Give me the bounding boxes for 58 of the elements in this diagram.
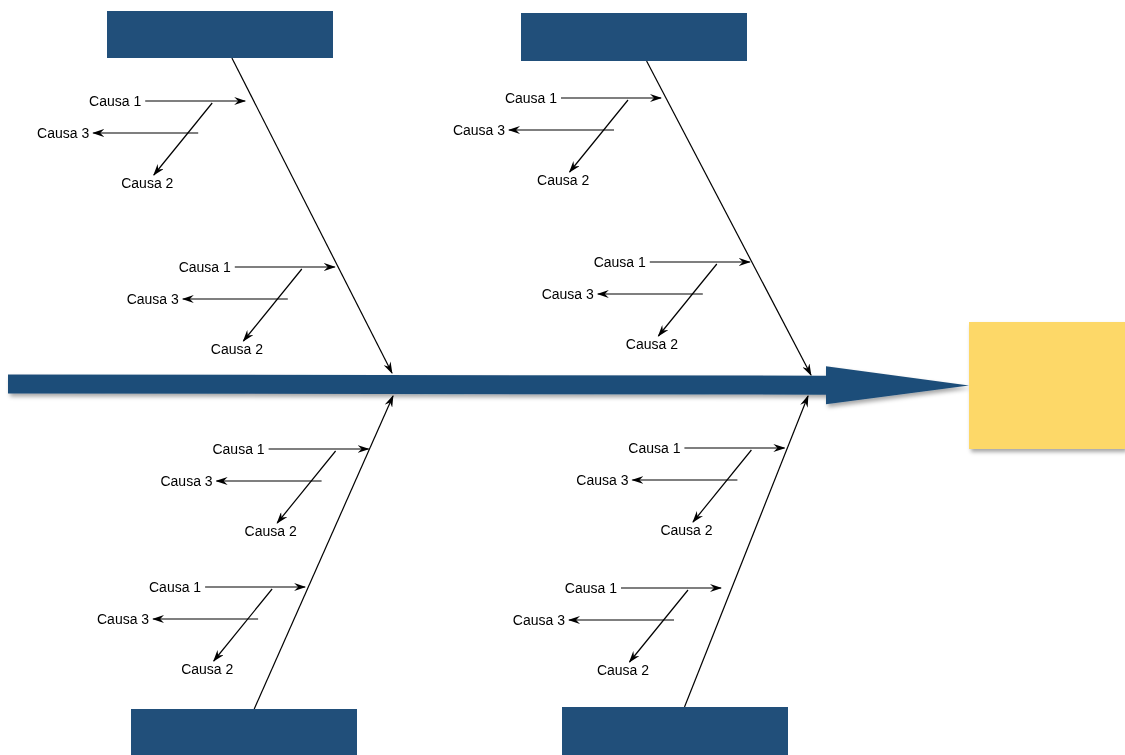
arrow — [268, 445, 370, 453]
cause-label: Causa 3 — [33, 125, 94, 141]
category-box — [562, 707, 788, 755]
cause-label: Causa 3 — [572, 472, 633, 488]
arrow — [560, 94, 662, 102]
arrow — [276, 450, 337, 524]
arrow — [692, 449, 752, 523]
arrow — [242, 268, 303, 342]
arrow — [649, 258, 751, 266]
arrow — [234, 263, 336, 271]
bone-arrow — [683, 395, 809, 708]
category-box — [131, 709, 357, 755]
cause-label: Causa 3 — [122, 291, 183, 307]
arrow — [657, 263, 718, 337]
cause-label: Causa 2 — [206, 341, 267, 357]
cause-label: Causa 3 — [93, 611, 154, 627]
arrow — [152, 615, 259, 623]
cause-label: Causa 1 — [174, 259, 235, 275]
cause-label: Causa 2 — [117, 175, 178, 191]
arrow — [568, 99, 629, 173]
cause-label: Causa 1 — [500, 90, 562, 106]
arrow — [631, 476, 738, 484]
arrow — [683, 444, 786, 452]
bone-arrow — [231, 57, 393, 374]
spine-arrow — [8, 366, 969, 405]
cause-label: Causa 1 — [624, 440, 685, 456]
arrow — [215, 477, 323, 485]
cause-label: Causa 2 — [533, 172, 594, 188]
cause-label: Causa 2 — [177, 661, 238, 677]
arrow — [508, 126, 615, 134]
cause-label: Causa 1 — [589, 254, 650, 270]
category-box — [521, 13, 747, 61]
arrow — [181, 295, 289, 303]
cause-label: Causa 1 — [85, 93, 146, 109]
arrow — [92, 129, 199, 137]
cause-label: Causa 1 — [145, 579, 206, 595]
arrow — [628, 589, 689, 663]
cause-label: Causa 2 — [592, 662, 654, 678]
cause-label: Causa 3 — [508, 612, 569, 628]
arrow — [213, 588, 273, 662]
arrow — [620, 584, 722, 592]
cause-label: Causa 1 — [208, 441, 269, 457]
bone-arrow — [646, 60, 812, 376]
cause-label: Causa 2 — [240, 523, 301, 539]
arrow — [144, 97, 247, 105]
arrow — [596, 290, 704, 298]
arrow — [568, 616, 675, 624]
cause-label: Causa 3 — [537, 286, 598, 302]
bone-arrow — [253, 395, 394, 710]
cause-label: Causa 2 — [656, 522, 717, 538]
arrow — [204, 583, 307, 591]
cause-label: Causa 3 — [156, 473, 217, 489]
cause-label: Causa 2 — [621, 336, 682, 352]
arrow — [153, 102, 213, 176]
category-box — [107, 11, 333, 58]
effect-box — [969, 322, 1125, 449]
cause-label: Causa 3 — [448, 122, 510, 138]
cause-label: Causa 1 — [560, 580, 621, 596]
